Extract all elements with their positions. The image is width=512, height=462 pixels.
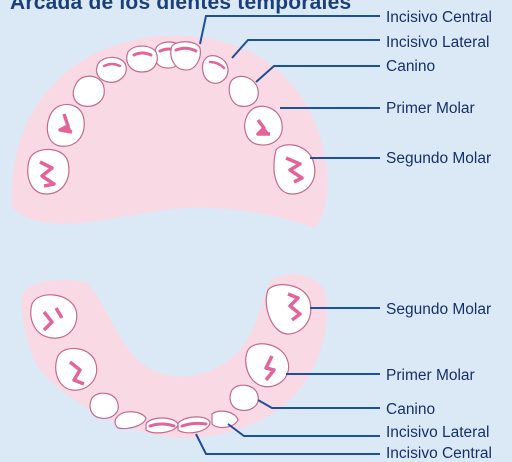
lower-tooth-first-molar-left: [56, 348, 97, 390]
upper-arch: Incisivo Central Incisivo Lateral Canino…: [12, 9, 492, 228]
label-lower-central-incisor: Incisivo Central: [386, 445, 492, 462]
upper-tooth-lateral-left: [96, 57, 126, 82]
lower-tooth-second-molar-left: [31, 295, 77, 338]
upper-tooth-canine-right: [229, 76, 258, 106]
upper-tooth-first-molar-left: [47, 104, 84, 146]
label-upper-canine: Canino: [386, 58, 435, 75]
label-upper-lateral-incisor: Incisivo Lateral: [386, 34, 489, 51]
upper-tooth-central-a: [127, 46, 157, 72]
upper-tooth-central-right: [171, 42, 201, 70]
lower-tooth-canine-left: [90, 393, 118, 418]
lower-tooth-canine-right: [230, 385, 258, 410]
upper-tooth-lateral-right: [203, 56, 228, 84]
label-lower-first-molar: Primer Molar: [386, 367, 475, 384]
upper-tooth-first-molar-right: [245, 106, 282, 145]
label-upper-central-incisor: Incisivo Central: [386, 9, 492, 26]
upper-tooth-canine-left: [73, 76, 104, 106]
label-lower-canine: Canino: [386, 401, 435, 418]
label-upper-first-molar: Primer Molar: [386, 100, 475, 117]
label-lower-second-molar: Segundo Molar: [386, 301, 491, 318]
label-upper-second-molar: Segundo Molar: [386, 150, 491, 167]
lower-arch: Segundo Molar Primer Molar Canino Incisi…: [22, 274, 492, 462]
upper-tooth-second-molar-right: [274, 145, 315, 194]
upper-tooth-second-molar-left: [28, 149, 69, 194]
leader-lower-lateral: [228, 424, 380, 436]
label-lower-lateral-incisor: Incisivo Lateral: [386, 424, 489, 441]
